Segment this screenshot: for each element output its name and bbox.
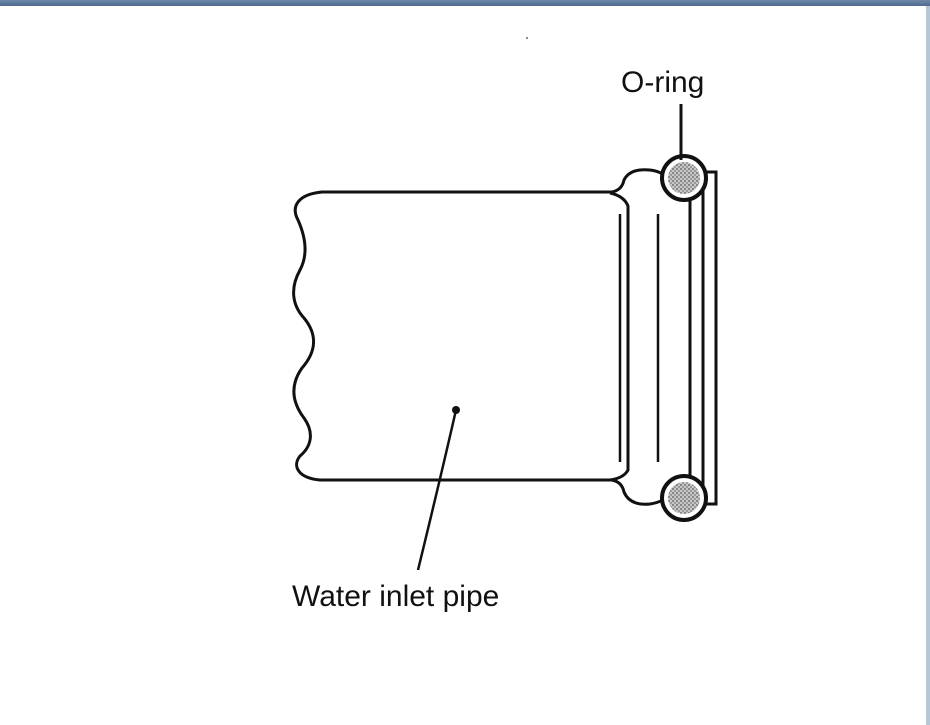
pipe-end-plate-outer: [701, 170, 718, 506]
window-right-border: [926, 6, 930, 725]
o-ring-label: O-ring: [621, 66, 704, 99]
o-ring-bottom-fill: [668, 482, 700, 514]
window-title-bar: [0, 0, 930, 6]
pipe-body-outline: [292, 168, 670, 506]
pipe-leader-line: [416, 409, 458, 571]
pipe-flare-bead: [609, 191, 630, 482]
stray-mark: [526, 37, 528, 39]
pipe-label: Water inlet pipe: [292, 580, 499, 613]
o-ring-top-fill: [668, 162, 700, 194]
